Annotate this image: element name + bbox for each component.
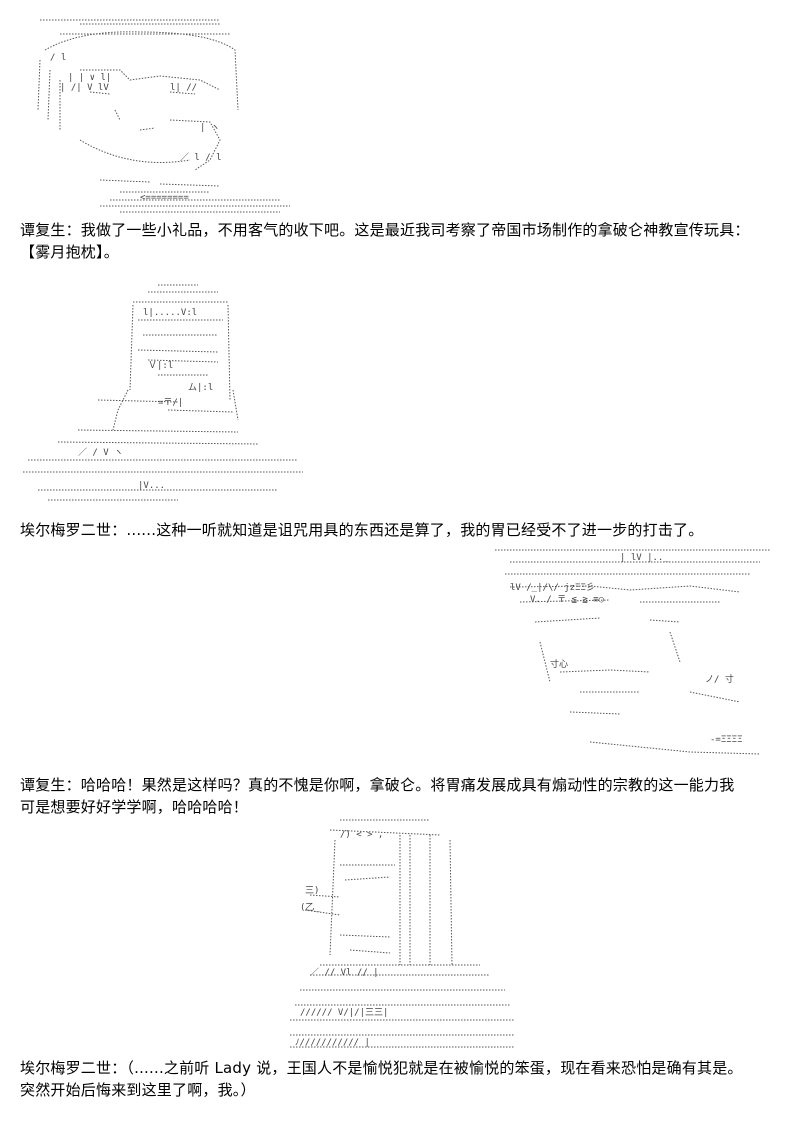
svg-text:-=ΞΞΞΞ: -=ΞΞΞΞ [710, 735, 743, 745]
ascii-art-portrait-1: / l | | ∨ l| | /| V lV l| // | ヽ ／ l / l… [20, 10, 310, 220]
svg-text:l| //: l| // [170, 83, 197, 93]
svg-text:=〒/|: =〒/| [158, 398, 183, 408]
ascii-art-portrait-3-drawing: | lV |.._ lV /_|/\/ jzΞΞ彡 V. / 〒 ≦ ≧ ≡○ … [495, 549, 770, 755]
svg-text:ノ/ 寸: ノ/ 寸 [705, 673, 734, 685]
svg-text:| /| V lV: | /| V lV [60, 83, 109, 93]
svg-text:/ l: / l [50, 53, 66, 63]
svg-text:| | ∨ l|: | | ∨ l| [68, 73, 111, 83]
dialogue-line-1b: 【雾月抱枕】。 [20, 243, 119, 261]
ascii-art-portrait-3: | lV |.._ lV /_|/\/ jzΞΞ彡 V. / 〒 ≦ ≧ ≡○ … [490, 542, 780, 767]
svg-text:/) < > ,: /) < > , [340, 830, 383, 840]
svg-text:／ // Vl // |: ／ // Vl // | [310, 967, 379, 978]
svg-text:<========: <======== [140, 193, 189, 203]
dialogue-line-4a: 埃尔梅罗二世：（......之前听 Lady 说，王国人不是愉悦犯就是在被愉悦的… [20, 1059, 743, 1077]
ascii-art-portrait-2: l|.....V:l Ｖ|:l ム|:l =〒/| ／ / V ヽ |V... [18, 280, 308, 515]
ascii-art-portrait-1-drawing: / l | | ∨ l| | /| V lV l| // | ヽ ／ l / l… [37, 19, 290, 213]
svg-text:／ / V ヽ: ／ / V ヽ [78, 447, 123, 458]
dialogue-line-4b: 突然开始后悔来到这里了啊，我。） [20, 1081, 256, 1099]
svg-text:(乙_: (乙_ [300, 902, 320, 913]
svg-text:| lV |.._: | lV |.._ [620, 553, 669, 563]
svg-text:|V...: |V... [138, 481, 165, 491]
ascii-art-portrait-2-drawing: l|.....V:l Ｖ|:l ム|:l =〒/| ／ / V ヽ |V... [23, 284, 303, 501]
svg-text:l|.....V:l: l|.....V:l [143, 308, 197, 318]
svg-text:寸心: 寸心 [550, 658, 568, 670]
svg-text:lV /_|/\/ jzΞΞ彡: lV /_|/\/ jzΞΞ彡 [510, 582, 595, 593]
svg-text:／ l / l: ／ l / l [180, 152, 222, 163]
svg-text:三): 三) [305, 886, 319, 896]
svg-text:ム|:l: ム|:l [188, 382, 213, 393]
svg-text:ﾉ/////////// |: ﾉ/////////// | [295, 1038, 370, 1048]
svg-text:| ヽ: | ヽ [200, 123, 220, 133]
dialogue-line-2: 埃尔梅罗二世：......这种一听就知道是诅咒用具的东西还是算了，我的胃已经受不… [20, 521, 704, 539]
svg-text:V. / 〒 ≦ ≧ ≡○: V. / 〒 ≦ ≧ ≡○ [530, 595, 605, 605]
ascii-art-portrait-4: /) < > , 三) (乙_ ／ // Vl // | ////// V/|/… [280, 815, 525, 1055]
svg-text:////// V/|/|三三|: ////// V/|/|三三| [300, 1008, 388, 1018]
dialogue-line-3a: 谭复生：哈哈哈！果然是这样吗？真的不愧是你啊，拿破仑。将胃痛发展成具有煽动性的宗… [20, 776, 735, 794]
dialogue-line-3b: 可是想要好好学学啊，哈哈哈哈！ [20, 798, 249, 816]
dialogue-line-1a: 谭复生：我做了一些小礼品，不用客气的收下吧。这是最近我司考察了帝国市场制作的拿破… [20, 221, 750, 239]
svg-text:Ｖ|:l: Ｖ|:l [148, 361, 173, 371]
ascii-art-portrait-4-drawing: /) < > , 三) (乙_ ／ // Vl // | ////// V/|/… [290, 819, 515, 1048]
